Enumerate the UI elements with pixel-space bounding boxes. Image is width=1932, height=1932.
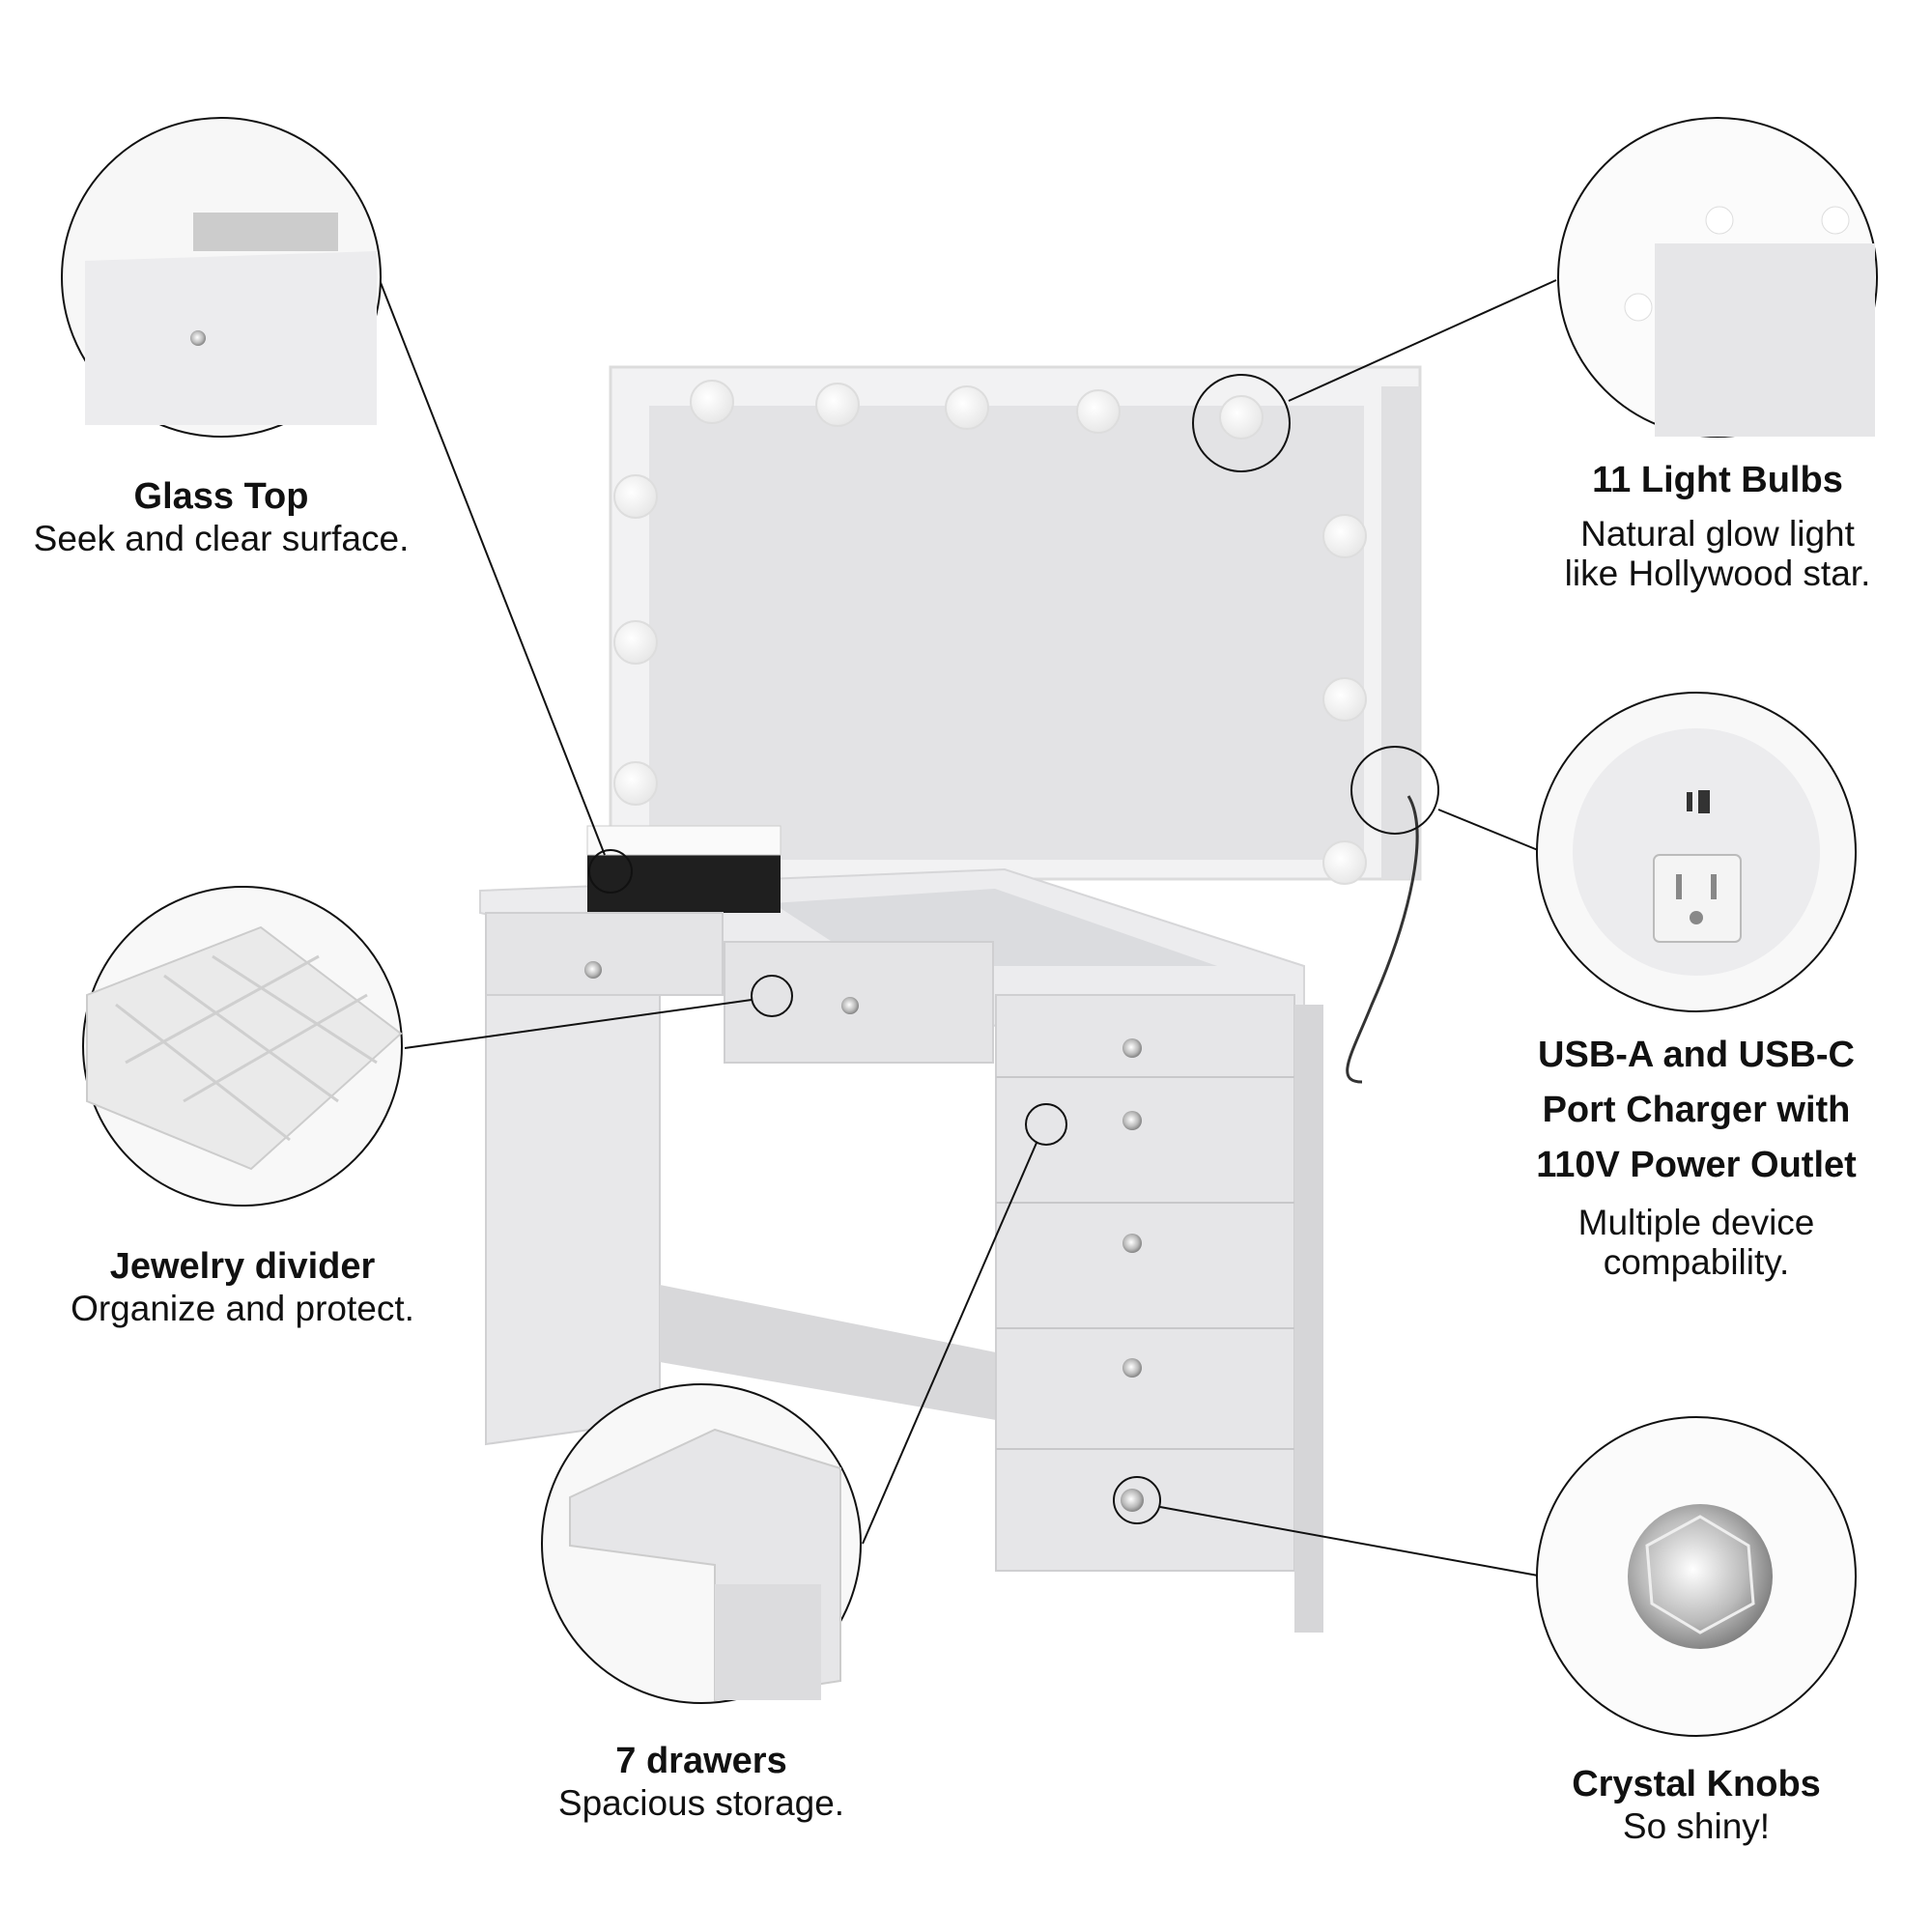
charger-title-1: USB-A and USB-C	[1538, 1035, 1855, 1075]
jewelry-divider-title: Jewelry divider	[109, 1246, 376, 1287]
charger-title-3: 110V Power Outlet	[1536, 1145, 1857, 1185]
light-bulbs-callout: 11 Light Bulbs Natural glow light like H…	[1565, 458, 1871, 593]
charger-callout: USB-A and USB-C Port Charger with 110V P…	[1536, 1028, 1857, 1282]
crystal-knobs-title: Crystal Knobs	[1572, 1764, 1821, 1804]
light-bulbs-subtitle-2: like Hollywood star.	[1564, 554, 1871, 593]
drawers-subtitle: Spacious storage.	[557, 1783, 845, 1823]
glass-top-subtitle: Seek and clear surface.	[33, 519, 410, 558]
drawers-title: 7 drawers	[615, 1741, 787, 1781]
glass-top-callout: Glass Top Seek and clear surface.	[34, 474, 410, 558]
glass-top-title: Glass Top	[133, 476, 309, 517]
mirror	[609, 365, 1422, 881]
light-bulbs-subtitle-1: Natural glow light	[1580, 514, 1855, 554]
drawers-detail	[541, 1383, 862, 1704]
drawers-callout: 7 drawers Spacious storage.	[558, 1739, 844, 1823]
light-bulbs-detail	[1557, 117, 1878, 438]
light-bulbs	[613, 380, 1367, 885]
charger-title-2: Port Charger with	[1542, 1090, 1851, 1130]
charger-detail	[1536, 692, 1857, 1012]
desk	[479, 795, 1419, 1633]
glass-top-detail	[61, 117, 382, 438]
light-bulbs-title: 11 Light Bulbs	[1592, 460, 1843, 500]
charger-subtitle-2: compability.	[1603, 1242, 1790, 1282]
callout-lines	[379, 279, 1557, 1577]
jewelry-divider-callout: Jewelry divider Organize and protect.	[71, 1244, 414, 1328]
crystal-knob-detail	[1536, 1416, 1857, 1737]
crystal-knobs-subtitle: So shiny!	[1622, 1806, 1771, 1846]
crystal-knobs-callout: Crystal Knobs So shiny!	[1572, 1762, 1821, 1846]
charger-subtitle-1: Multiple device	[1577, 1203, 1815, 1242]
jewelry-divider-detail	[82, 886, 403, 1207]
jewelry-divider-subtitle: Organize and protect.	[71, 1289, 414, 1328]
